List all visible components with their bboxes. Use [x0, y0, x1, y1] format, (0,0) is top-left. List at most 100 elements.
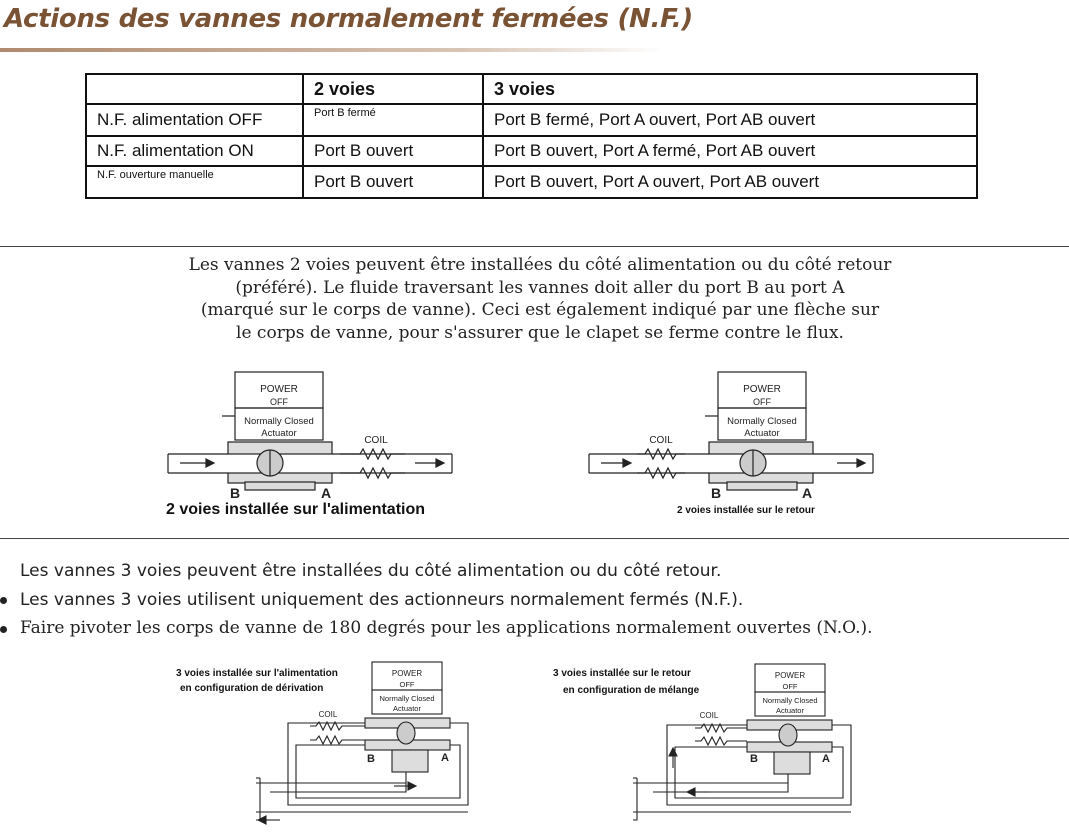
section-divider: [0, 538, 1069, 539]
actuator-box: [371, 689, 443, 715]
coil-resistor: [340, 447, 405, 461]
port-b-label: B: [711, 485, 721, 501]
table-cell-2way: Port B ouvert: [302, 135, 484, 167]
flow-arrowhead: [205, 458, 216, 468]
coil-label: COIL: [319, 710, 338, 719]
pipe-line: [256, 778, 261, 821]
table-row: N.F. alimentation ON Port B ouvert Port …: [85, 135, 978, 167]
power-label: POWER: [392, 669, 422, 678]
actuator-box: [717, 407, 807, 441]
actuator-label: Normally Closed: [379, 694, 434, 703]
three-way-bypass-diagram: 3 voies installée sur l'alimentation en …: [176, 661, 469, 825]
coil-label: COIL: [649, 435, 673, 446]
port-b-label: B: [750, 753, 758, 765]
three-way-bullet: Faire pivoter les corps de vanne de 180 …: [20, 618, 873, 638]
actuator-label: Normally Closed: [727, 416, 797, 427]
valve-body-top: [227, 441, 333, 455]
table-row: N.F. ouverture manuelle Port B ouvert Po…: [85, 165, 978, 199]
port-b-label: B: [230, 485, 240, 501]
coil-label: COIL: [364, 435, 388, 446]
table-cell-3way: Port B ouvert, Port A ouvert, Port AB ou…: [482, 165, 978, 199]
valve-body-stem: [391, 749, 429, 773]
flow-arrowhead: [256, 815, 267, 825]
flow-arrowhead: [435, 458, 446, 468]
table-cell-3way: Port B fermé, Port A ouvert, Port AB ouv…: [482, 103, 978, 137]
flow-arrowhead: [856, 458, 867, 468]
coil-resistor: [637, 447, 685, 461]
power-label: POWER: [775, 671, 805, 680]
coil-resistor: [637, 466, 685, 480]
actuator-label: Normally Closed: [244, 416, 314, 427]
paragraph-line: Les vannes 2 voies peuvent être installé…: [188, 255, 892, 275]
off-label: OFF: [400, 680, 415, 689]
coil-resistor: [310, 720, 365, 732]
table-header-cell: 2 voies: [302, 73, 484, 105]
coil-resistor: [695, 735, 747, 747]
pipe-loop: [666, 724, 852, 806]
three-way-mixing-diagram: 3 voies installée sur le retour en confi…: [553, 663, 852, 821]
table-header-row: 2 voies 3 voies: [85, 73, 978, 105]
flow-arrowhead: [407, 781, 418, 791]
diagram-caption: en configuration de dérivation: [180, 683, 323, 694]
valve-disc: [396, 721, 416, 745]
table-header-cell: [85, 73, 304, 105]
table-cell-state: N.F. alimentation OFF: [85, 103, 304, 137]
valve-body-base: [244, 481, 316, 491]
pipe-loop: [287, 722, 469, 806]
bullet-dot: [0, 626, 7, 633]
title-underline: [0, 48, 664, 52]
two-way-supply-diagram: POWER OFF Normally Closed Actuator COIL …: [166, 371, 453, 518]
section-divider: [0, 246, 1069, 247]
table-cell-state: N.F. alimentation ON: [85, 135, 304, 167]
off-label: OFF: [270, 397, 288, 407]
actuator-label: Actuator: [744, 428, 779, 439]
paragraph-line: (marqué sur le corps de vanne). Ceci est…: [200, 300, 880, 320]
diagram-caption: 3 voies installée sur le retour: [553, 668, 691, 679]
paragraph-line: le corps de vanne, pour s'assurer que le…: [236, 322, 844, 343]
actuator-box: [754, 691, 826, 717]
coil-resistor: [695, 722, 747, 734]
diagram-caption: 2 voies installée sur le retour: [677, 505, 815, 516]
flow-arrowhead: [685, 787, 696, 797]
actuator-box: [234, 407, 324, 441]
valve-states-table: 2 voies 3 voies N.F. alimentation OFF Po…: [85, 73, 978, 199]
paragraph-line: (préféré). Le fluide traversant les vann…: [235, 277, 845, 298]
pipe-loop: [674, 746, 844, 799]
actuator-label: Actuator: [261, 428, 296, 439]
table-cell-3way: Port B ouvert, Port A fermé, Port AB ouv…: [482, 135, 978, 167]
two-way-return-diagram: POWER OFF Normally Closed Actuator COIL …: [588, 371, 874, 516]
coil-label: COIL: [700, 711, 719, 720]
valve-body-stem: [773, 751, 811, 775]
off-label: OFF: [783, 682, 798, 691]
valve-body-base: [726, 481, 798, 491]
actuator-label: Normally Closed: [762, 696, 817, 705]
flow-line: [270, 772, 407, 793]
three-way-lead: Les vannes 3 voies peuvent être installé…: [20, 561, 722, 581]
power-label: POWER: [260, 384, 298, 395]
two-way-paragraph: Les vannes 2 voies peuvent être installé…: [140, 254, 940, 344]
port-a-label: A: [441, 752, 449, 764]
port-a-label: A: [822, 753, 830, 765]
table-cell-2way: Port B ouvert: [302, 165, 484, 199]
coil-resistor: [340, 466, 405, 480]
port-a-label: A: [802, 485, 812, 501]
actuator-label: Actuator: [393, 704, 421, 713]
diagram-caption: en configuration de mélange: [563, 685, 700, 696]
port-b-label: B: [367, 753, 375, 765]
flow-arrowhead: [668, 746, 678, 757]
three-way-bullet: Les vannes 3 voies utilisent uniquement …: [20, 590, 744, 610]
diagram-caption: 3 voies installée sur l'alimentation: [176, 668, 338, 679]
power-label: POWER: [743, 384, 781, 395]
valve-disc: [778, 723, 798, 747]
flow-arrowhead: [622, 458, 633, 468]
table-cell-2way: Port B fermé: [302, 103, 484, 137]
actuator-label: Actuator: [776, 706, 804, 715]
pipe-loop: [295, 744, 461, 799]
port-a-label: A: [321, 485, 331, 501]
pipe-line: [633, 778, 638, 821]
bullet-dot: [0, 597, 7, 604]
off-label: OFF: [753, 397, 771, 407]
page-title: Actions des vannes normalement fermées (…: [4, 4, 693, 34]
table-cell-state: N.F. ouverture manuelle: [85, 165, 304, 199]
table-row: N.F. alimentation OFF Port B fermé Port …: [85, 103, 978, 137]
